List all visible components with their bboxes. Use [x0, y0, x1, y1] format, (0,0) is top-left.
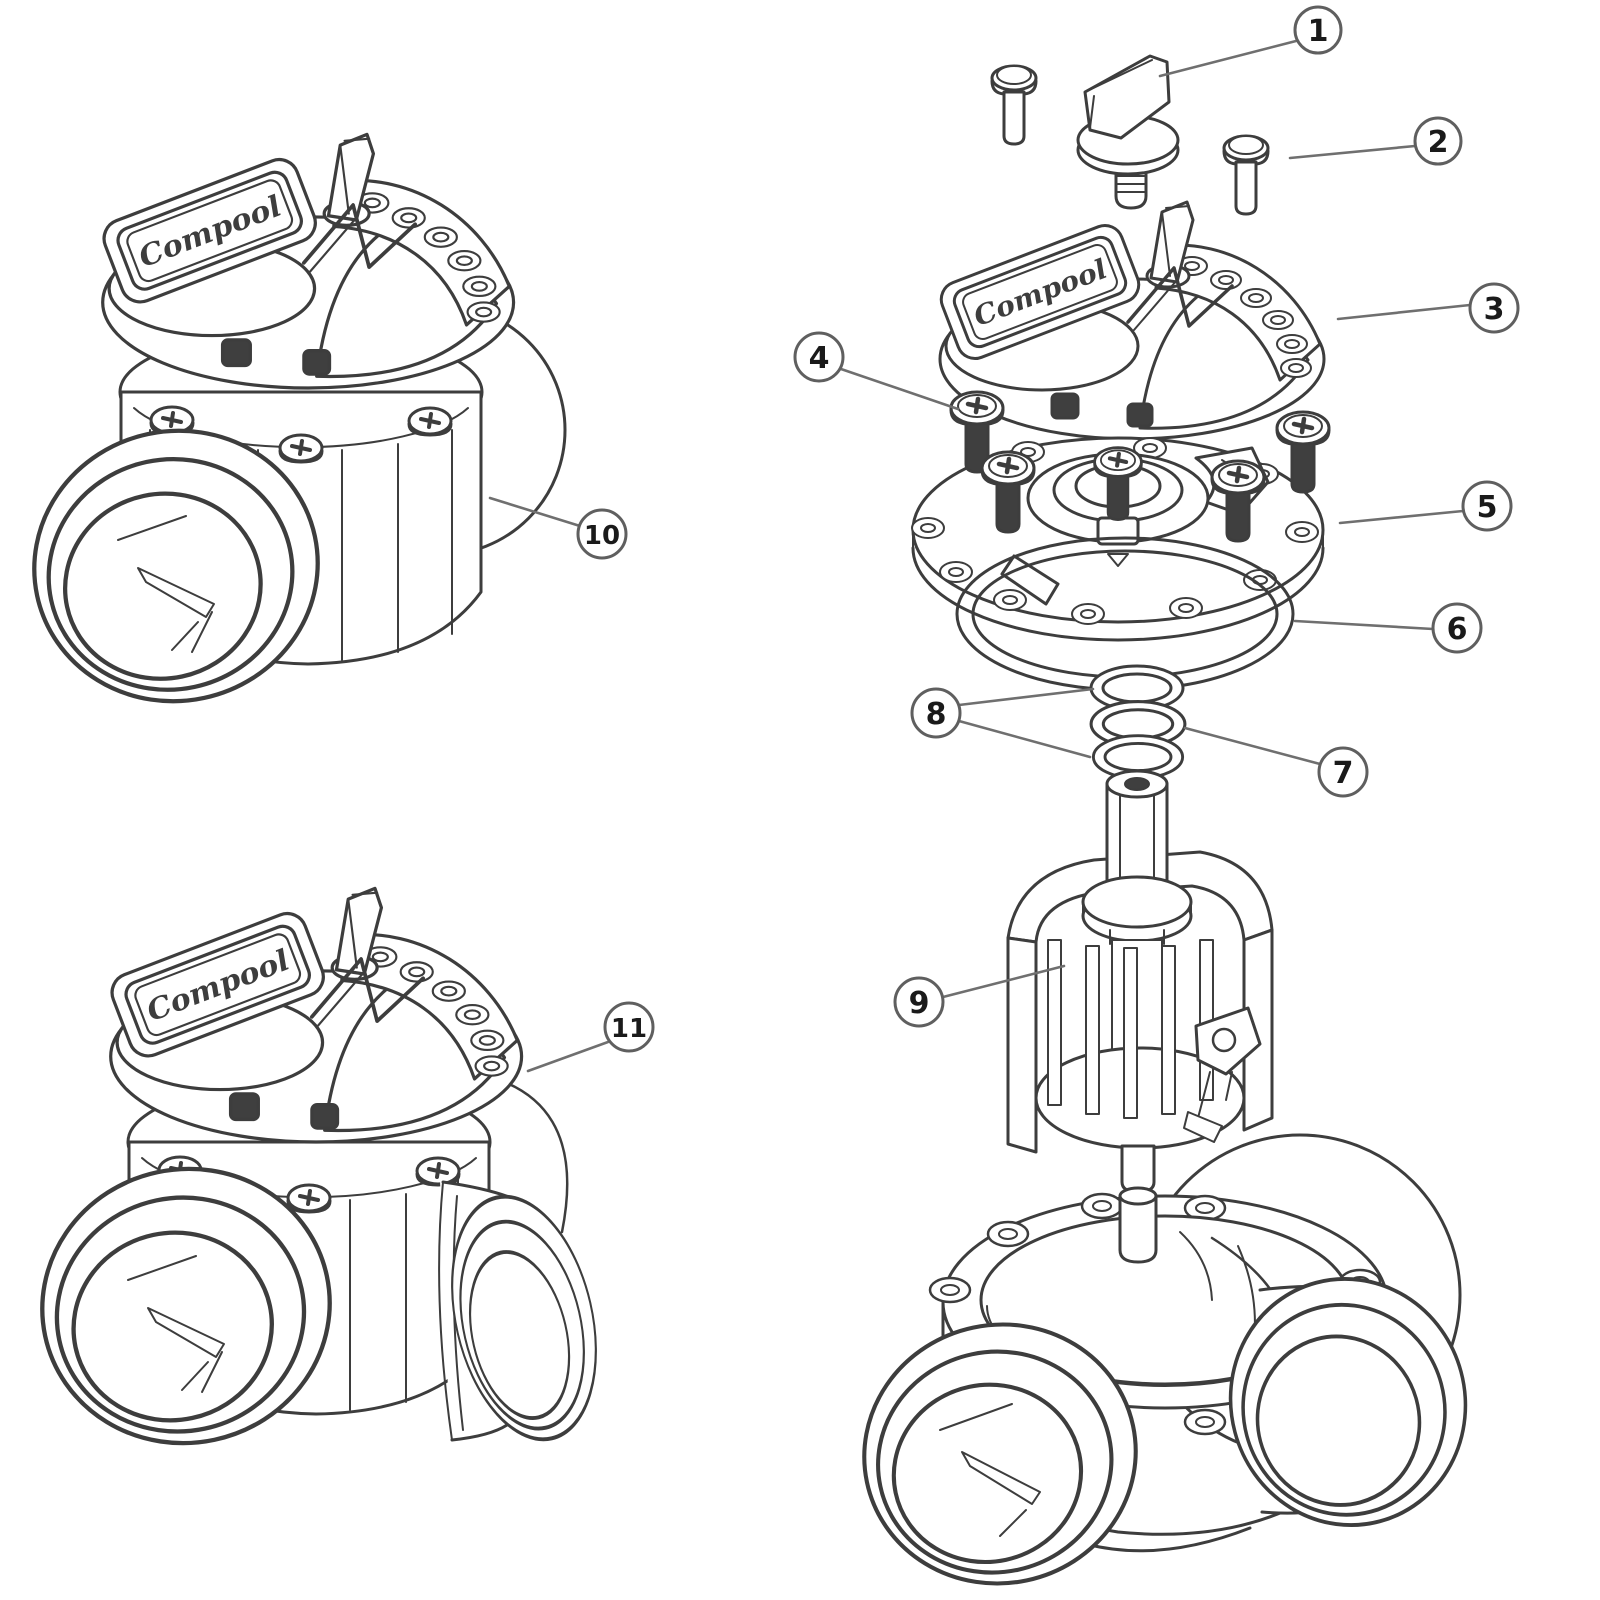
callout-4-number: 4	[809, 341, 830, 376]
callout-6: 6	[1293, 602, 1483, 654]
callout-11-number: 11	[611, 1014, 647, 1044]
callout-7: 7	[1183, 726, 1369, 798]
handle-screw-left	[990, 64, 1038, 146]
callout-7-number: 7	[1333, 756, 1354, 791]
callout-2: 2	[1288, 116, 1463, 166]
callout-1: 1	[1158, 5, 1343, 78]
callout-1-number: 1	[1308, 14, 1329, 49]
valve10-cover	[96, 132, 516, 390]
valve11-left-port	[17, 1142, 356, 1469]
callouts: 1 2 3 4 5 6 7 8 9 10	[488, 5, 1520, 1073]
callout-9: 9	[893, 964, 1066, 1028]
callout-4: 4	[793, 331, 960, 411]
valve11-right-port	[428, 1180, 620, 1456]
exploded-view	[840, 54, 1495, 1600]
callout-8: 8	[910, 687, 1095, 759]
callout-3: 3	[1336, 282, 1520, 334]
valve11-cover	[104, 886, 524, 1144]
callout-3-number: 3	[1484, 292, 1505, 327]
callout-5-number: 5	[1477, 490, 1498, 525]
callout-10: 10	[488, 496, 628, 560]
diverter-assembly	[1006, 769, 1274, 1194]
callout-11: 11	[526, 1001, 655, 1073]
valve10-front-port	[9, 405, 343, 728]
valve-assembled-2way	[9, 132, 567, 728]
body-left-port	[840, 1299, 1160, 1600]
valve-body	[840, 1133, 1495, 1600]
callout-5: 5	[1338, 480, 1513, 532]
callout-9-number: 9	[909, 986, 930, 1021]
valve-assembled-3way	[17, 886, 620, 1469]
callout-2-number: 2	[1428, 125, 1449, 160]
callout-6-number: 6	[1447, 612, 1468, 647]
handle-screw-right	[1222, 134, 1270, 216]
callout-8-number: 8	[926, 697, 947, 732]
callout-10-number: 10	[584, 521, 620, 551]
body-right-port	[1201, 1250, 1495, 1554]
shaft-o-rings	[1089, 664, 1187, 780]
handle-knob	[1076, 54, 1180, 210]
